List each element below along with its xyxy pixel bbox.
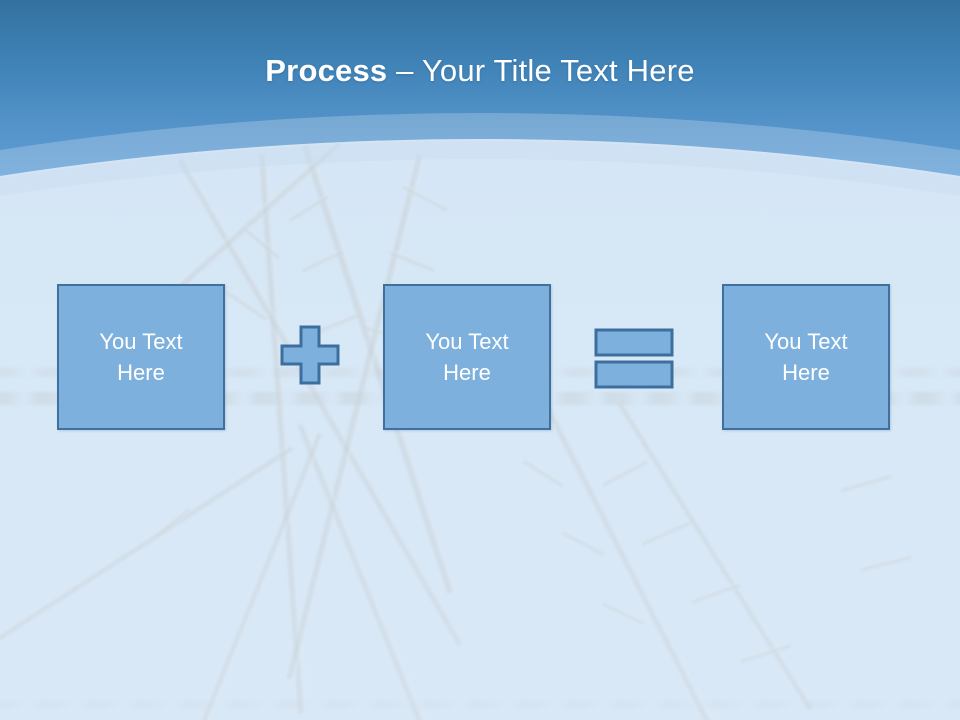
process-box-1-line1: You Text <box>99 329 183 354</box>
plus-icon <box>280 325 340 385</box>
title-bold-part: Process <box>265 53 388 88</box>
process-box-2-line2: Here <box>443 360 491 385</box>
header-arc-shadow <box>0 139 960 196</box>
page-title: Process – Your Title Text Here <box>0 52 960 90</box>
process-box-3-line1: You Text <box>764 329 848 354</box>
title-separator: – <box>387 53 422 88</box>
process-box-3[interactable]: You Text Here <box>722 284 890 430</box>
equals-operator <box>594 328 676 390</box>
process-box-1[interactable]: You Text Here <box>57 284 225 430</box>
title-rest: Your Title Text Here <box>421 53 695 88</box>
process-box-1-text: You Text Here <box>89 326 192 388</box>
process-box-1-line2: Here <box>117 360 165 385</box>
process-box-2-text: You Text Here <box>415 326 518 388</box>
process-box-3-text: You Text Here <box>754 326 857 388</box>
header-arc-highlight <box>0 113 960 178</box>
process-box-3-line2: Here <box>782 360 830 385</box>
plus-operator <box>279 324 341 386</box>
process-diagram: You Text Here You Text Here You Text <box>0 284 960 432</box>
header-gradient-shape <box>0 0 960 176</box>
process-box-2[interactable]: You Text Here <box>383 284 551 430</box>
equals-icon <box>594 328 674 389</box>
title-banner <box>0 0 960 200</box>
process-box-2-line1: You Text <box>425 329 509 354</box>
